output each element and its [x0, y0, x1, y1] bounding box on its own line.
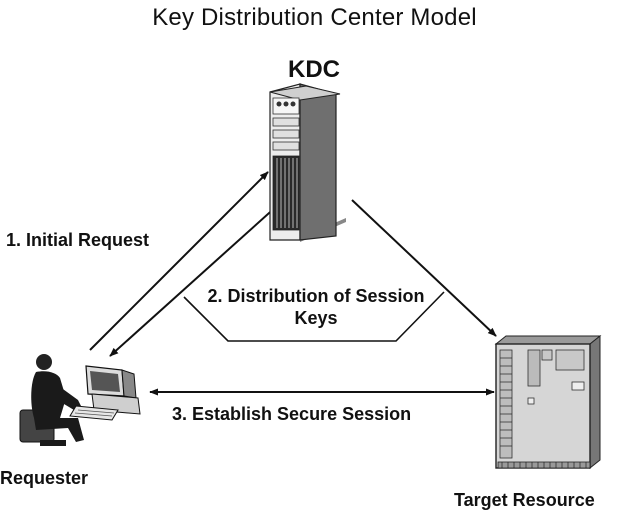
distribution-bracket: [183, 291, 445, 342]
target-resource-label: Target Resource: [454, 490, 595, 510]
target-resource-icon: [494, 334, 602, 470]
kdc-to-target-arrow: [351, 199, 497, 337]
requester-label: Requester: [0, 468, 89, 488]
requester-icon: [19, 354, 141, 446]
diagram-title: Key Distribution Center Model: [152, 4, 477, 31]
kdc-server-icon: [269, 83, 346, 242]
initial-request-label: 1. Initial Request: [6, 230, 150, 250]
initial-request-arrow: [89, 171, 269, 351]
secure-session-label: 3. Establish Secure Session: [172, 404, 412, 424]
kdc-label: KDC: [288, 56, 340, 83]
distribution-label: 2. Distribution of Session Keys: [207, 286, 425, 328]
kdc-to-requester-arrow: [109, 204, 279, 357]
